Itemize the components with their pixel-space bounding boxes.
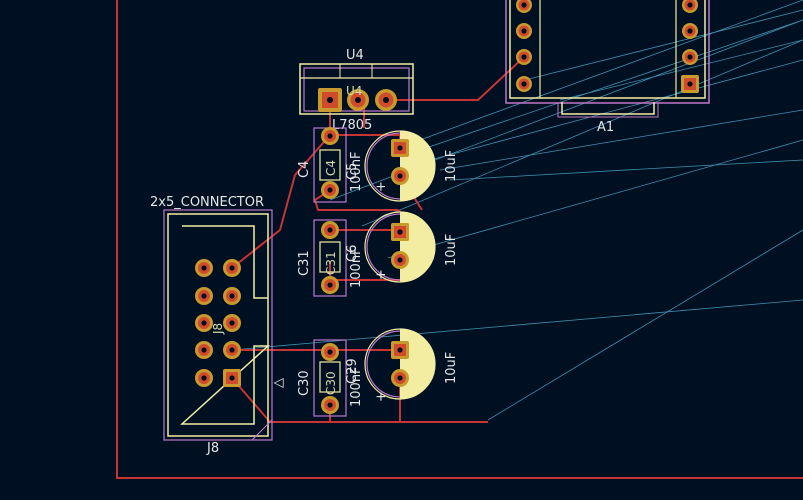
c31-footprint[interactable]: C31 C31 100nF [297,219,364,297]
c30-pad [321,343,339,361]
a1-pad [682,0,698,13]
j8-pad-1 [223,369,241,387]
u4-value: L7805 [332,118,372,133]
j8-silk-inner [180,225,270,425]
a1-pad [516,0,532,13]
c30-reference: C30 [297,370,312,396]
c30-footprint[interactable]: C30 C30 100nF [297,339,364,417]
a1-silk-outline [509,0,706,99]
j8-pads[interactable] [195,259,241,387]
j8-pad [195,287,213,305]
a1-pad-1 [681,75,699,93]
j8-fab-corner [251,419,273,441]
board-edge-outline [116,0,803,479]
j8-fab-reference: J8 [211,323,225,335]
j8-pad [223,341,241,359]
a1-footprint[interactable]: A1 [505,0,710,135]
copper-tracks [231,56,525,423]
j8-pin1-marker: △ [271,378,286,388]
j8-pad [223,287,241,305]
c30-pad [321,396,339,414]
j8-value: 2x5_CONNECTOR [150,195,264,210]
ratsnest-lines [231,0,803,421]
c5-reference: C5 [345,163,360,180]
a1-pads[interactable] [516,0,699,93]
a1-fab-outline [505,0,710,104]
j8-reference: J8 [206,441,219,456]
c30-value: 100nF [349,366,364,407]
c4-pad [321,181,339,199]
a1-reference: A1 [597,120,614,135]
c5-value: 10uF [444,150,459,182]
c5-footprint[interactable]: C5 + 10uF [345,130,459,202]
c31-silk-outline [319,241,341,273]
j8-pad [223,314,241,332]
c30-silk-outline [319,361,341,393]
j8-fab-outline [163,209,273,441]
c31-fab-reference: C31 [324,251,338,275]
a1-pad [516,49,532,65]
u4-pad [375,89,397,111]
c31-value: 100nF [349,247,364,288]
a1-pad [516,76,532,92]
c6-polarity-mark: + [374,269,389,280]
j8-silk-outline [167,213,269,437]
c31-pad [321,276,339,294]
c6-polarity-fill [400,212,435,282]
c4-fab-reference: C4 [324,160,338,176]
c31-reference: C31 [297,250,312,276]
c4-footprint[interactable]: C4 C4 100nF [297,127,364,203]
a1-silk-notch [561,102,655,115]
c31-fab-outline [313,219,347,297]
u4-pad [347,89,369,111]
u4-pad-1 [318,88,342,112]
c29-reference: C29 [345,358,360,384]
c5-pad-1 [391,139,409,157]
j8-pad [223,259,241,277]
c6-pad [391,251,409,269]
j8-footprint[interactable]: 2x5_CONNECTOR J8 △ J8 [150,195,286,456]
c29-footprint[interactable]: C29 + 10uF [345,328,459,402]
c4-value: 100nF [349,151,364,192]
j8-pad [195,341,213,359]
c29-polarity-fill [400,329,435,399]
c30-fab-outline [313,339,347,417]
a1-fab-notch [557,103,659,118]
c4-reference: C4 [297,161,312,178]
j8-pad [195,259,213,277]
c4-pad [321,127,339,145]
c5-pad [391,167,409,185]
c6-footprint[interactable]: C6 + 10uF [345,211,459,283]
c5-polarity-mark: + [374,181,389,192]
u4-silk-outline [299,63,414,115]
c31-pad [321,221,339,239]
j8-pad [195,314,213,332]
a1-pad [682,23,698,39]
a1-pad [682,49,698,65]
c30-fab-reference: C30 [324,371,338,395]
u4-reference: U4 [346,48,364,63]
c29-pad [391,369,409,387]
u4-fab-outline [303,67,410,112]
c4-silk-outline [319,149,341,181]
c29-polarity-mark: + [374,391,389,402]
c6-pad-1 [391,223,409,241]
c6-value: 10uF [444,234,459,266]
a1-pad [516,23,532,39]
c6-reference: C6 [345,245,360,262]
u4-footprint[interactable]: U4 U4 L7805 [299,48,414,133]
c29-pad-1 [391,341,409,359]
c29-value: 10uF [444,352,459,384]
j8-pad [195,369,213,387]
u4-fab-reference: U4 [346,84,362,98]
